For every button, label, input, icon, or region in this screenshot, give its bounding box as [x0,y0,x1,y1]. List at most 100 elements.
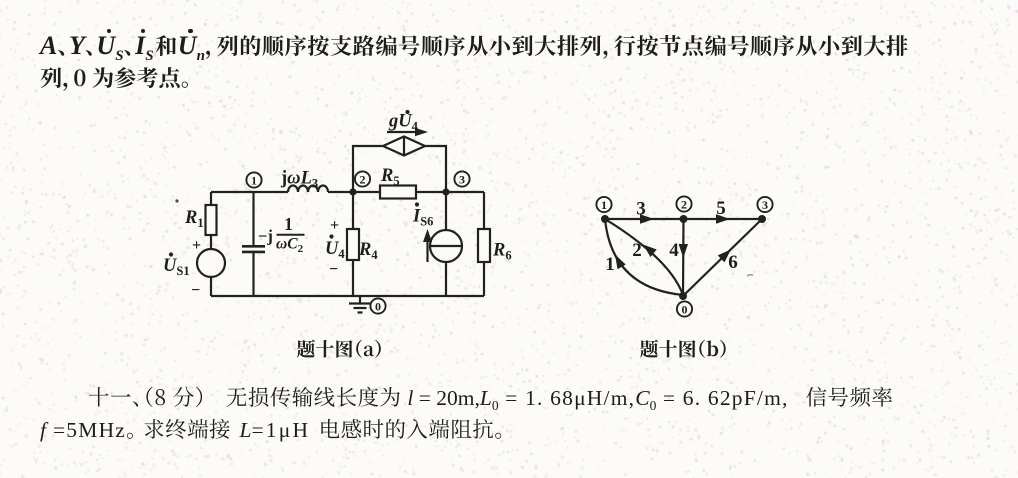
node1-label: 1 [251,173,257,187]
resistor-R6-icon [476,227,492,264]
scan-artifact-mark [746,273,754,277]
symbol-part: U [398,112,413,132]
problem-number: 十一、（8 分） [88,381,206,412]
symbol-Un-phasor: U [177,29,197,60]
dependent-source-wire [351,144,448,192]
separator: 、 [84,29,97,61]
subscript-part: 2 [298,243,304,255]
graph-curve-branch2 [604,218,685,296]
resistor-R4-icon [345,227,361,262]
symbol-Is-phasor: I [135,29,146,60]
graph-node3-label: 3 [762,198,768,212]
node3-ring-icon [453,170,471,188]
symbol-part: ω [287,169,300,189]
figure-a-caption: 题十图（a） [296,335,384,362]
symbol-Y: Y [68,31,85,60]
phasor-dot-gU4 [405,109,410,115]
value-f: =5MHz [52,417,127,442]
node3-label: 3 [459,172,465,186]
label-capacitor-den: ωC2 [276,236,304,256]
symbol-part: U [325,239,340,259]
word-and: 和 [155,29,178,61]
graph-node-labels: 1 2 3 0 [595,195,774,318]
label-U4-plus: + [330,217,339,234]
graph-straight-edges [605,217,763,297]
graph-node0-ring-icon [675,300,694,318]
dep-arrow-head [415,127,428,137]
value-L0: = 1. 68μH/m, [498,386,636,410]
value-l: = 20m, [413,386,480,410]
junction-node2 [349,188,357,196]
graph-diagram: 1 2 3 0 3 5 4 2 1 6 [595,195,774,318]
problem-line2: f=5MHz。 求终端接 L=1μH 电感时的入端阻抗。 [40,412,506,445]
symbol-part: C [287,236,298,253]
subscript-part: S6 [420,215,433,229]
value-C0: = 6. 62pF/m, [656,386,789,410]
resistor-R1-icon [204,203,218,237]
graph-node0-dot [679,292,687,300]
branch1-label: 1 [605,254,615,275]
resistor-R5-icon [378,184,418,200]
symbol-part: R [184,208,197,228]
capacitor-plates-icon [242,245,265,254]
label-source-minus: − [191,282,200,299]
symbol-part: ω [276,236,287,253]
current-source-arrow-head [423,229,432,242]
problem-text1: 无损传输线长度为 [225,381,408,412]
intro-paragraph-line2: 列，0 为参考点。 [40,61,192,93]
graph-node2-dot [679,215,688,223]
arrow-branch5 [716,214,730,224]
symbol-C0-subscript: 0 [649,398,657,413]
symbol-part: U [163,256,178,276]
symbol-L0: L [479,386,492,410]
intro-text: ，列的顺序按支路编号顺序从小到大排列，行按节点编号顺序从小到大排 [204,29,909,61]
arrow-branch2 [643,244,657,257]
symbol-part: g [388,112,398,132]
graph-node3-ring-icon [756,195,774,214]
symbol-part: I [412,207,421,227]
label-gU4: gU4 [388,112,419,134]
branch3-label: 3 [636,199,646,220]
node2-label: 2 [360,172,366,186]
phasor-dot-Us1 [168,252,174,257]
symbol-A: A [40,31,58,60]
arrow-branch6 [717,249,731,263]
subscript-part: 5 [393,174,399,188]
figure-b-caption: 题十图（b） [639,335,729,362]
label-U4-minus: − [329,261,338,278]
phasor-dot-Is6 [414,202,420,207]
branch4-label: 4 [669,240,679,261]
circuit-diagram: 1 2 3 0 R1 US1 + − −j 1 ωC2 jωL3 R5 gU4 … [163,109,512,315]
label-Us1: US1 [163,256,190,278]
label-R6: R6 [492,241,512,263]
symbol-f: f [40,417,46,442]
label-R1: R1 [184,208,204,230]
subscript-part: 6 [505,249,511,263]
label-L3: jωL3 [280,169,318,191]
branch2-label: 2 [632,240,642,261]
symbol-l: l [407,386,414,410]
node0-ring-icon [369,297,387,315]
subscript-part: 4 [338,247,345,261]
graph-node1-dot [601,215,609,223]
graph-branch-labels: 3 5 4 2 1 6 [605,198,738,275]
branch5-label: 5 [716,198,726,219]
subscript-part: 1 [197,216,203,230]
symbol-Un-subscript: n [196,48,205,64]
label-Is6: IS6 [412,207,433,229]
label-capacitor-num: 1 [284,214,293,234]
node1-ring-icon [245,171,263,189]
circuit-node-labels: 1 2 3 0 [245,170,471,315]
node0-label: 0 [375,299,381,313]
intro-paragraph-line1: A、Y、US、IS和Un，列的顺序按支路编号顺序从小到大排列，行按节点编号顺序从… [40,29,909,71]
graph-node0-label: 0 [682,302,688,316]
arrow-branch1 [615,254,626,270]
circuit-component-labels: R1 US1 + − −j 1 ωC2 jωL3 R5 gU4 + U4 − R… [163,109,512,299]
symbol-part: R [492,241,505,261]
problem-line1: 十一、（8 分） 无损传输线长度为 l = 20m,L 0 = 1. 68μH/m,… [88,382,893,421]
graph-node1-label: 1 [601,198,607,212]
voltage-source-icon [195,247,227,279]
symbol-Is-subscript: S [145,48,154,64]
symbol-L: L [239,417,252,442]
problem-text4: 电感时的入端阻抗。 [312,412,506,444]
